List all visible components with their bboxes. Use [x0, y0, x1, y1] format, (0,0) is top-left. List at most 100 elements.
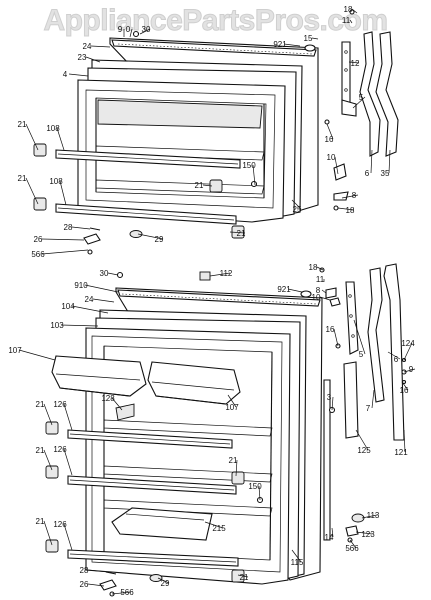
leader-line [85, 56, 101, 63]
leader-line [227, 394, 237, 408]
part-label-b126a: 126 [53, 400, 67, 409]
leader-line [316, 266, 324, 271]
part-label-t4: 4 [63, 70, 68, 79]
leader-line [331, 527, 334, 538]
screw-icon [116, 271, 124, 279]
part-label-b124: 124 [401, 339, 415, 348]
bottom-shelf-bar-upper [67, 429, 233, 449]
leader-line [229, 231, 246, 234]
leader-line [388, 149, 391, 174]
leader-line [349, 539, 357, 549]
part-label-t26a: 26 [34, 235, 43, 244]
leader-line [319, 296, 331, 301]
part-label-t15: 15 [304, 34, 313, 43]
bottom-dairy-bin-left [51, 355, 147, 397]
leader-line [56, 127, 65, 151]
part-label-b18: 18 [309, 263, 318, 272]
bottom-shelf-bar-lower [67, 549, 239, 567]
part-label-t35: 35 [381, 169, 390, 178]
leader-line [25, 177, 39, 205]
screw-icon [132, 30, 140, 38]
part-label-t8: 8 [352, 191, 357, 200]
part-label-t9: 9 [118, 25, 123, 34]
part-label-b107a: 107 [8, 346, 22, 355]
leader-line [355, 429, 369, 451]
shelf-cap-icon [231, 471, 245, 485]
part-label-b128: 128 [101, 394, 115, 403]
leader-line [60, 324, 99, 327]
leader-line [139, 28, 151, 35]
leader-line [370, 149, 373, 174]
part-label-b104: 104 [61, 302, 75, 311]
leader-line [157, 577, 170, 584]
leader-line [43, 403, 53, 426]
leader-line [129, 28, 133, 38]
leader-line [18, 349, 56, 361]
leader-line [287, 288, 303, 293]
part-label-t16: 16 [325, 135, 334, 144]
part-label-b14: 14 [325, 533, 334, 542]
part-label-b123: 123 [361, 530, 375, 539]
leader-line [63, 448, 73, 476]
top-handle-bar-outer [375, 31, 399, 157]
leader-line [355, 531, 373, 535]
leader-line [68, 73, 89, 77]
part-label-t21b: 21 [18, 174, 27, 183]
leader-line [71, 305, 109, 314]
leader-lines [18, 8, 416, 595]
leader-line [84, 284, 119, 293]
leader-line [71, 226, 91, 230]
part-label-b16: 16 [326, 325, 335, 334]
leader-line [137, 233, 164, 240]
part-label-t108a: 108 [46, 124, 60, 133]
leader-line [235, 459, 238, 477]
part-label-b107b: 107 [225, 403, 239, 412]
leader-line [321, 289, 327, 294]
part-label-t18: 18 [344, 5, 353, 14]
part-label-t18b: 18 [346, 206, 355, 215]
part-label-b115: 115 [291, 558, 304, 567]
top-handle-bar-inner [359, 31, 381, 157]
part-label-b29: 29 [161, 579, 170, 588]
top-shelf-bar-upper [55, 149, 241, 169]
part-label-b113: 113 [367, 511, 380, 520]
top-door-assembly [33, 9, 399, 255]
leader-line [331, 396, 334, 411]
bottom-handle-bar-outer [383, 263, 405, 441]
part-label-b566c: 566 [120, 588, 134, 597]
leader-line [341, 194, 359, 199]
bottom-shelf-bar-middle [67, 475, 237, 495]
part-label-t29a: 29 [155, 235, 164, 244]
part-label-b21d: 21 [36, 517, 45, 526]
part-label-t24: 24 [83, 42, 92, 51]
leader-line [41, 249, 89, 255]
shelf-cap-icon [45, 539, 59, 553]
part-label-b11: 11 [316, 275, 325, 284]
leader-line [371, 389, 375, 409]
leader-line [111, 397, 123, 411]
part-label-t25: 25 [293, 205, 302, 214]
shelf-cap-icon [45, 421, 59, 435]
part-label-b21a: 21 [36, 400, 45, 409]
bottom-bin [111, 507, 213, 541]
part-label-b21e: 21 [240, 573, 249, 582]
leader-line [92, 298, 115, 303]
part-label-t566a: 566 [31, 250, 45, 259]
part-label-t21a: 21 [18, 120, 27, 129]
cap-plug-icon [304, 44, 316, 52]
part-label-t0: 0 [126, 25, 131, 34]
leader-line [333, 328, 339, 347]
part-label-b126c: 126 [53, 520, 67, 529]
leader-line [90, 45, 111, 48]
bottom-handle-mount [345, 281, 359, 355]
part-label-t921: 921 [273, 40, 287, 49]
leader-line [63, 523, 73, 551]
part-label-b30: 30 [100, 269, 109, 278]
leader-line [237, 574, 249, 578]
leader-line [387, 351, 401, 360]
leader-line [202, 184, 213, 187]
part-label-b103: 103 [50, 321, 64, 330]
leader-line [283, 43, 301, 47]
